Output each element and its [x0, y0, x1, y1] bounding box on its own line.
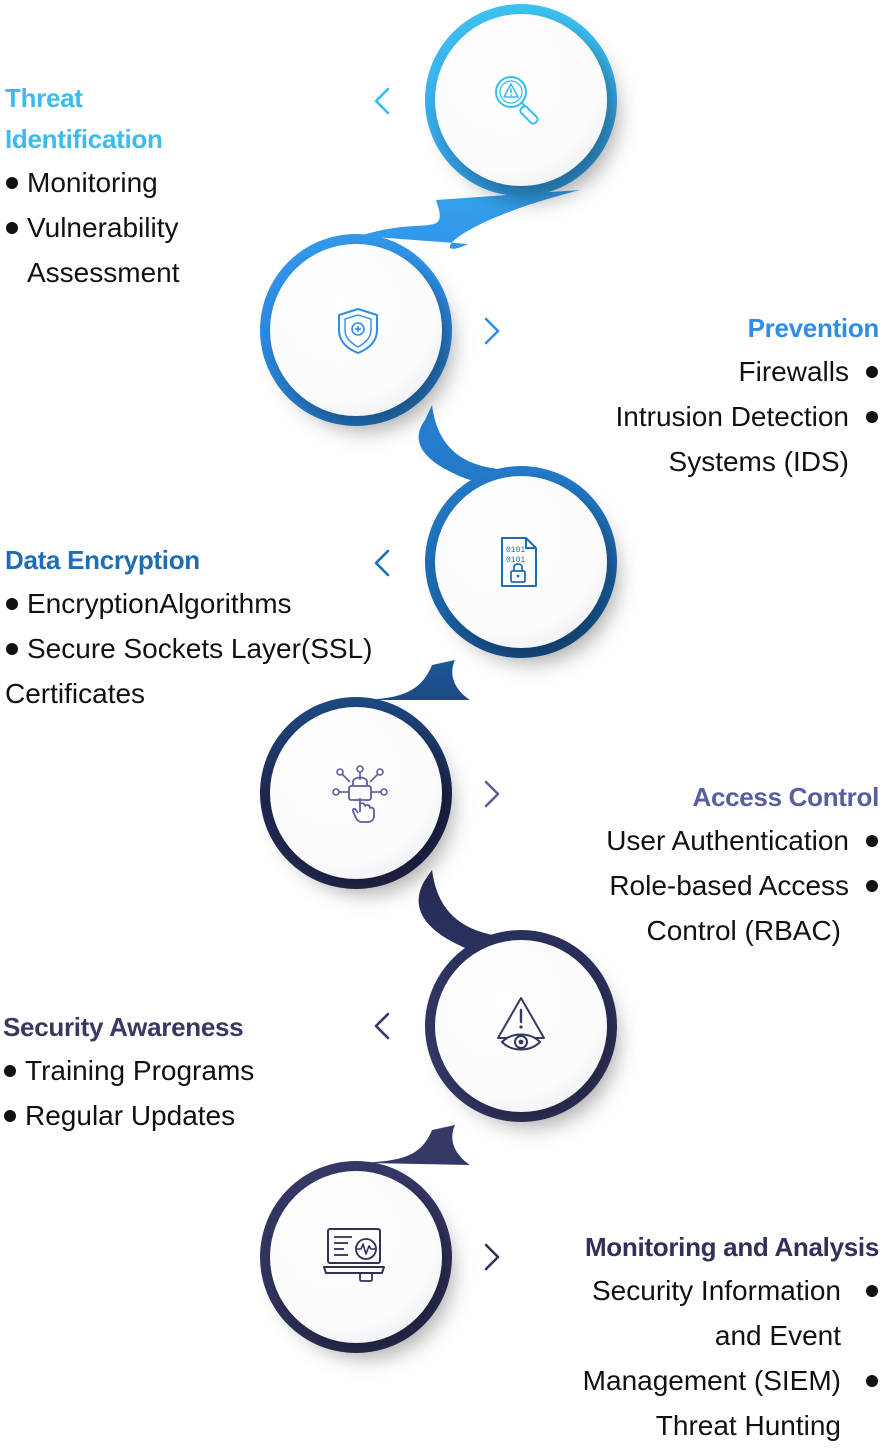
connector-4-5: [418, 870, 517, 950]
list-item: EncryptionAlgorithms: [5, 581, 373, 626]
stage-monitoring-and-analysis: Monitoring and Analysis Security Informa…: [499, 1227, 880, 1448]
stage-disc: [435, 14, 607, 186]
list-item-continuation: and Event: [714, 1320, 841, 1351]
list-item-continuation: Assessment: [27, 257, 180, 288]
stage-threat-identification: Threat Identification Monitoring Vulnera…: [5, 78, 180, 295]
list-item: Intrusion Detection: [519, 394, 879, 439]
stage-disc: [270, 244, 442, 416]
stage-items: User Authentication Role-based Access Co…: [519, 818, 879, 953]
svg-text:0101: 0101: [506, 546, 525, 555]
stage-disc: [435, 476, 607, 648]
stage-title-line-2: Identification: [5, 124, 163, 154]
list-item: Firewalls: [519, 349, 879, 394]
chevron-right-icon: [484, 1243, 500, 1271]
stage-title: Monitoring and Analysis: [584, 1232, 879, 1262]
stage-items: Training Programs Regular Updates: [3, 1048, 254, 1138]
stage-access-control: Access Control User Authentication Role-…: [519, 777, 879, 953]
laptop-monitoring-icon: [323, 1228, 385, 1282]
chevron-right-icon: [484, 317, 500, 345]
stage-security-awareness: Security Awareness Training Programs Reg…: [3, 1007, 254, 1138]
stage-title: Access Control: [692, 782, 879, 812]
network-lock-touch-icon: [332, 765, 388, 823]
stage-items: Monitoring Vulnerability Assessment: [5, 160, 180, 295]
warning-eye-icon: [497, 997, 545, 1051]
connector-1-2: [360, 190, 580, 249]
list-item: User Authentication: [519, 818, 879, 863]
chevron-right-icon: [484, 780, 500, 808]
stage-disc: [270, 1171, 442, 1343]
stage-title: Threat Identification: [5, 78, 180, 160]
connector-5-6: [366, 1125, 470, 1165]
chevron-left-icon: [374, 87, 390, 115]
list-item: Security Information: [499, 1268, 879, 1313]
magnifier-warning-icon: [495, 76, 539, 125]
stage-prevention: Prevention Firewalls Intrusion Detection…: [519, 308, 880, 484]
svg-text:0101: 0101: [506, 556, 525, 565]
list-item: Regular Updates: [3, 1093, 254, 1138]
list-item-continuation: Systems (IDS): [668, 446, 849, 477]
stage-title-line-1: Threat: [5, 83, 83, 113]
encrypted-file-icon: 0101 0101: [501, 537, 537, 587]
stage-data-encryption: Data Encryption EncryptionAlgorithms Sec…: [5, 540, 373, 716]
list-item-continuation: Threat Hunting: [655, 1410, 841, 1441]
list-item: Role-based Access: [519, 863, 879, 908]
list-item: Monitoring: [5, 160, 180, 205]
stage-title: Data Encryption: [5, 545, 200, 575]
stage-items: Security Information and Event Managemen…: [499, 1268, 879, 1448]
stage-title: Security Awareness: [3, 1012, 244, 1042]
stage-title: Prevention: [747, 313, 880, 343]
list-item: Training Programs: [3, 1048, 254, 1093]
list-item-continuation: Control (RBAC): [646, 915, 841, 946]
connector-3-4: [366, 660, 470, 700]
list-item: Vulnerability: [5, 205, 180, 250]
stage-disc: [270, 707, 442, 879]
list-item: Secure Sockets Layer(SSL): [5, 626, 373, 671]
stage-items: EncryptionAlgorithms Secure Sockets Laye…: [5, 581, 373, 716]
stage-items: Firewalls Intrusion Detection Systems (I…: [519, 349, 879, 484]
chevron-left-icon: [374, 549, 390, 577]
list-item: Management (SIEM): [499, 1358, 879, 1403]
shield-icon: [338, 308, 378, 354]
list-item-continuation: Certificates: [5, 678, 146, 709]
chevron-left-icon: [374, 1012, 390, 1040]
connector-2-3: [418, 405, 517, 480]
